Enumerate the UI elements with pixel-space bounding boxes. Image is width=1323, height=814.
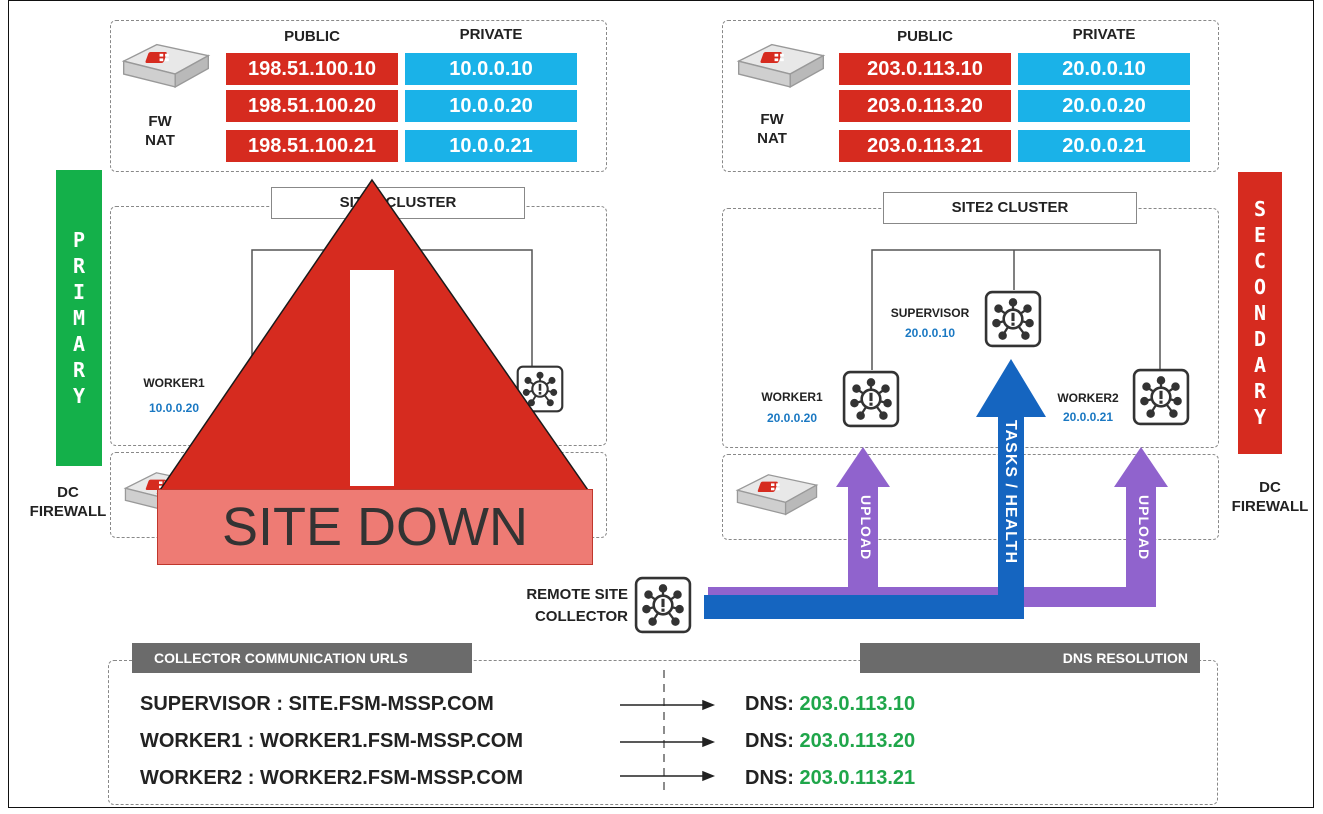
site2-nat-firewall-icon (735, 34, 827, 92)
site2-banner-letter: A (1253, 353, 1267, 377)
site2-private-header: PRIVATE (1072, 26, 1136, 43)
site1-banner-letter: Y (72, 384, 86, 408)
upload-label-1: UPLOAD (858, 495, 874, 561)
site2-supervisor-label: SUPERVISOR (890, 306, 970, 320)
warning-triangle-icon (156, 178, 592, 494)
site1-private-ip-3: 10.0.0.21 (405, 130, 577, 162)
site2-banner-letter: E (1253, 223, 1267, 247)
site1-worker1-ip: 10.0.0.20 (148, 401, 200, 415)
site1-banner-letter: A (72, 332, 86, 356)
site2-supervisor-ip: 20.0.0.10 (904, 326, 956, 340)
resolution-arrows (620, 670, 716, 794)
site1-public-ip-1: 198.51.100.10 (226, 53, 398, 85)
url-row-supervisor: SUPERVISOR : SITE.FSM-MSSP.COM (140, 693, 494, 715)
url-row-worker1: WORKER1 : WORKER1.FSM-MSSP.COM (140, 730, 523, 752)
dns-row-worker1: DNS: 203.0.113.20 (745, 730, 916, 752)
site2-dc-firewall-box (722, 454, 1219, 540)
site2-public-header: PUBLIC (897, 28, 953, 45)
site1-worker1-label: WORKER1 (143, 376, 205, 390)
site2-cluster-links (871, 249, 1161, 370)
site2-worker2-label: WORKER2 (1057, 391, 1119, 405)
site1-cluster-title: SITE1 CLUSTER (271, 187, 525, 219)
tasks-health-arrowhead (976, 359, 1046, 417)
site1-nat-box (110, 20, 607, 172)
site1-public-header: PUBLIC (284, 28, 340, 45)
upload-arrow-worker2 (1126, 485, 1156, 607)
tasks-health-arrow (998, 415, 1024, 615)
site1-private-header: PRIVATE (459, 26, 523, 43)
site1-public-ip-3: 198.51.100.21 (226, 130, 398, 162)
site2-private-ip-2: 20.0.0.20 (1018, 90, 1190, 122)
site1-banner-letter: P (72, 228, 86, 252)
dns-value-worker2: 203.0.113.21 (799, 767, 916, 789)
flow-arrows (704, 359, 1168, 619)
collector-urls-title: COLLECTOR COMMUNICATION URLS (132, 643, 472, 673)
upload-arrowhead-worker1 (836, 447, 890, 487)
diagram-frame (8, 0, 1314, 808)
site2-banner-letter: D (1253, 327, 1267, 351)
site2-worker1-label: WORKER1 (761, 390, 823, 404)
upload-label-2: UPLOAD (1136, 495, 1152, 561)
site2-banner-letter: O (1253, 275, 1267, 299)
site1-private-ip-2: 10.0.0.20 (405, 90, 577, 122)
dns-value-supervisor: 203.0.113.10 (799, 693, 916, 715)
tasks-flow-bar (704, 595, 1024, 619)
site2-cluster-title: SITE2 CLUSTER (883, 192, 1137, 224)
url-dns-box (108, 660, 1218, 805)
remote-collector-node-icon (634, 576, 692, 634)
upload-arrowhead-worker2 (1114, 447, 1168, 487)
site2-banner-letter: N (1253, 301, 1267, 325)
site1-banner-letter: M (72, 306, 86, 330)
site2-banner-letter: Y (1253, 405, 1267, 429)
warning-exclamation-bar (350, 270, 394, 460)
warning-exclamation-dot (350, 460, 394, 486)
site2-public-ip-3: 203.0.113.21 (839, 130, 1011, 162)
site2-private-ip-1: 20.0.0.10 (1018, 53, 1190, 85)
site-down-label: SITE DOWN (157, 489, 593, 565)
site1-public-ip-2: 198.51.100.20 (226, 90, 398, 122)
site1-banner-letter: R (72, 254, 86, 278)
site2-banner-letter: C (1253, 249, 1267, 273)
dns-row-worker2: DNS: 203.0.113.21 (745, 767, 916, 789)
site1-private-ip-1: 10.0.0.10 (405, 53, 577, 85)
tasks-health-label: TASKS / HEALTH (1002, 420, 1019, 565)
site1-banner-letter: R (72, 358, 86, 382)
site2-worker2-ip: 20.0.0.21 (1062, 410, 1114, 424)
site2-public-ip-2: 203.0.113.20 (839, 90, 1011, 122)
site2-banner-letter: R (1253, 379, 1267, 403)
dns-resolution-title: DNS RESOLUTION (860, 643, 1200, 673)
dns-value-worker1: 203.0.113.20 (799, 730, 916, 752)
site1-banner-letter: I (72, 280, 86, 304)
site2-public-ip-1: 203.0.113.10 (839, 53, 1011, 85)
site2-private-ip-3: 20.0.0.21 (1018, 130, 1190, 162)
site2-nat-box (722, 20, 1219, 172)
site2-banner-letter: S (1253, 197, 1267, 221)
site2-supervisor-node-icon (984, 290, 1042, 348)
site1-nat-firewall-icon (120, 34, 212, 92)
url-row-worker2: WORKER2 : WORKER2.FSM-MSSP.COM (140, 767, 523, 789)
dns-row-supervisor: DNS: 203.0.113.10 (745, 693, 916, 715)
site2-worker1-ip: 20.0.0.20 (766, 411, 818, 425)
upload-arrow-worker1 (848, 485, 878, 589)
